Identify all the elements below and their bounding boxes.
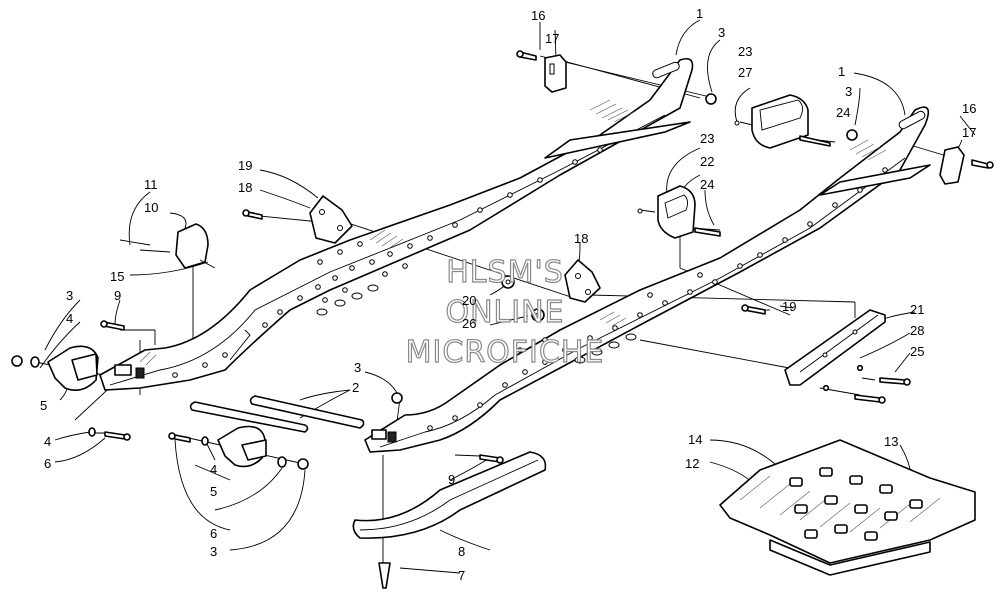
callout-label: 3	[66, 288, 73, 303]
callout-label: 23	[700, 131, 714, 146]
callout-label: 2	[352, 380, 359, 395]
callout-label: 9	[114, 288, 121, 303]
callout-label: 3	[845, 84, 852, 99]
callout-label: 16	[962, 101, 976, 116]
callout-label: 20	[462, 293, 476, 308]
callout-label: 10	[144, 200, 158, 215]
callout-label: 7	[458, 568, 465, 583]
callout-label: 17	[545, 31, 559, 46]
watermark: HLSM'S ONLINE MICROFICHE	[405, 254, 605, 370]
callout-label: 25	[910, 344, 924, 359]
callout-label: 21	[910, 302, 924, 317]
callout-label: 23	[738, 44, 752, 59]
upper-slide-rail	[99, 57, 694, 391]
callout-label: 5	[40, 398, 47, 413]
callout-label: 3	[210, 544, 217, 559]
callout-label: 19	[782, 299, 796, 314]
callout-label: 1	[696, 6, 703, 21]
callout-label: 22	[700, 154, 714, 169]
callout-label: 1	[838, 64, 845, 79]
callout-label: 26	[462, 316, 476, 331]
callout-label: 4	[66, 311, 73, 326]
callout-label: 17	[962, 125, 976, 140]
callout-label: 14	[688, 432, 702, 447]
callout-label: 18	[238, 180, 252, 195]
callout-label: 4	[44, 434, 51, 449]
callout-label: 13	[884, 434, 898, 449]
rail-holes-upper	[172, 147, 603, 378]
callout-labels: 1 1 2 3 3 3 3 3 4 4 4 5 5 6 6 7 8 9 9 10…	[40, 6, 976, 583]
callout-label: 28	[910, 323, 924, 338]
callout-label: 24	[836, 105, 850, 120]
callout-label: 8	[458, 544, 465, 559]
callout-label: 6	[210, 526, 217, 541]
callout-label: 3	[354, 360, 361, 375]
hardware	[11, 50, 994, 589]
rail-holes-lower	[427, 167, 888, 431]
callout-label: 15	[110, 269, 124, 284]
watermark-line-2: ONLINE	[445, 295, 564, 330]
callout-label: 3	[718, 25, 725, 40]
callout-label: 12	[685, 456, 699, 471]
callout-label: 9	[448, 472, 455, 487]
callout-label: 5	[210, 484, 217, 499]
callout-label: 4	[210, 462, 217, 477]
watermark-line-3: MICROFICHE	[406, 335, 605, 370]
callout-label: 27	[738, 65, 752, 80]
track-cleats	[789, 467, 923, 541]
callout-label: 11	[144, 177, 158, 192]
callout-label: 6	[44, 456, 51, 471]
callout-label: 16	[531, 8, 545, 23]
callout-label: 19	[238, 158, 252, 173]
callout-label: 24	[700, 177, 714, 192]
callout-label: 18	[574, 231, 588, 246]
watermark-line-1: HLSM'S	[446, 255, 564, 290]
lower-slide-rail	[364, 106, 931, 453]
